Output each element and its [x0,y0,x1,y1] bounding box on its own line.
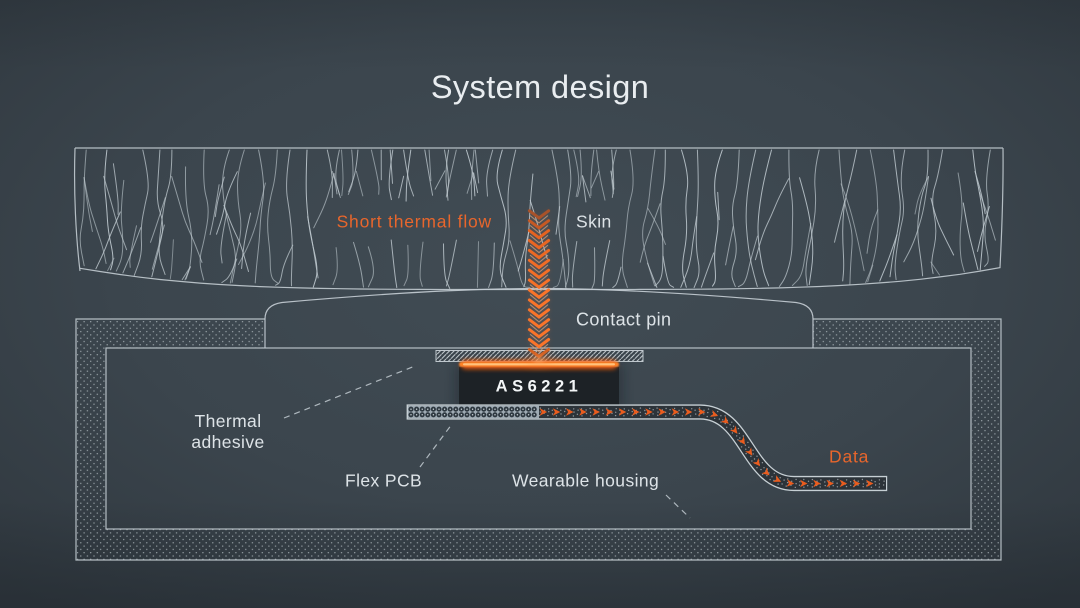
svg-text:Flex PCB: Flex PCB [345,471,422,491]
svg-text:System design: System design [431,69,649,105]
svg-text:Data: Data [829,447,869,467]
svg-text:Contact pin: Contact pin [576,310,671,330]
svg-text:Skin: Skin [576,212,612,232]
svg-text:Short thermal flow: Short thermal flow [337,212,492,232]
svg-text:adhesive: adhesive [191,432,264,452]
svg-text:Wearable housing: Wearable housing [512,471,659,491]
svg-text:Thermal: Thermal [195,411,262,431]
svg-text:AS6221: AS6221 [496,378,583,396]
